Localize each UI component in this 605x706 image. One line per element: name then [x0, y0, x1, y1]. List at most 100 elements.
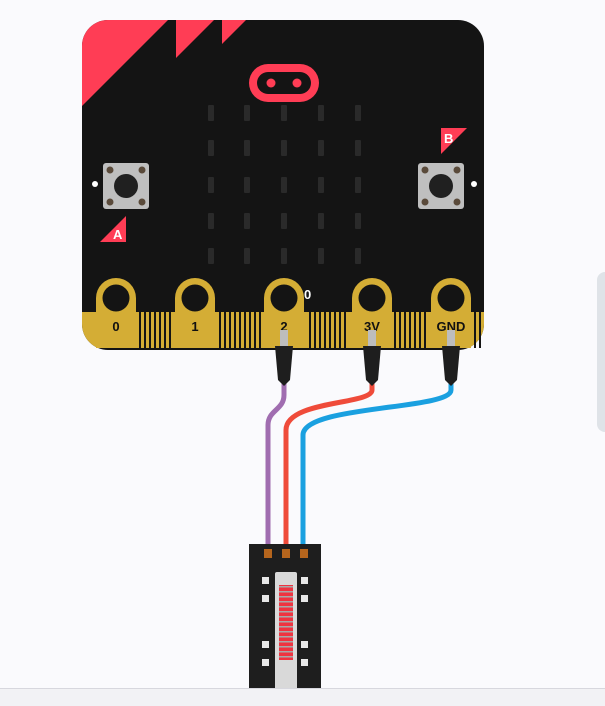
pin-gnd-label: GND — [437, 319, 466, 334]
pin-3v[interactable]: 3V — [352, 278, 392, 348]
led-2-2 — [281, 177, 287, 193]
slider-tick — [279, 656, 293, 658]
fine-pin — [339, 310, 341, 348]
slider-tick — [279, 651, 293, 653]
fine-pin — [154, 310, 156, 348]
led-2-3 — [318, 177, 324, 193]
side-panel-handle[interactable] — [597, 272, 605, 432]
fine-pin — [329, 310, 331, 348]
fine-pin — [259, 310, 261, 348]
button-a-tag: A — [100, 216, 126, 242]
led-4-2 — [281, 248, 287, 264]
fine-pin — [244, 310, 246, 348]
led-4-3 — [318, 248, 324, 264]
pin-1[interactable]: 1 — [175, 278, 215, 348]
slider-tick — [279, 611, 293, 613]
led-4-0 — [208, 248, 214, 264]
led-0-4 — [355, 105, 361, 121]
wire-pin-gnd[interactable] — [300, 375, 454, 551]
fine-pin — [419, 310, 421, 348]
led-0-0 — [208, 105, 214, 121]
fine-pin — [404, 310, 406, 348]
led-0-3 — [318, 105, 324, 121]
button-b[interactable] — [418, 163, 477, 209]
fine-pin — [254, 310, 256, 348]
clip-pin-3v[interactable] — [363, 330, 381, 386]
wire-pin-2[interactable] — [265, 375, 287, 551]
fine-pin — [399, 310, 401, 348]
module-pin-gnd — [300, 549, 308, 558]
fine-pin — [394, 310, 396, 348]
pin-2[interactable]: 2 — [264, 278, 304, 348]
fine-pin — [324, 310, 326, 348]
led-2-0 — [208, 177, 214, 193]
led-4-4 — [355, 248, 361, 264]
led-3-3 — [318, 213, 324, 229]
pin-0[interactable]: 0 — [96, 278, 136, 348]
slider-tick — [279, 626, 293, 628]
board-corner-stripes — [82, 20, 246, 106]
slider-tick — [279, 601, 293, 603]
pin-1-label: 1 — [191, 319, 198, 334]
fine-pin-strips — [139, 310, 481, 348]
slider-tick — [279, 646, 293, 648]
led-0-2 — [281, 105, 287, 121]
led-3-1 — [244, 213, 250, 229]
fine-pin — [169, 310, 171, 348]
microbit-board: A B 0 — [82, 20, 484, 350]
fine-pin — [139, 310, 141, 348]
fine-pin — [159, 310, 161, 348]
fine-pin — [409, 310, 411, 348]
fine-pin — [344, 310, 346, 348]
fine-pin — [424, 310, 426, 348]
button-a-marker — [92, 181, 98, 187]
button-b-tag: B — [441, 128, 467, 154]
slider-tick — [279, 631, 293, 633]
microbit-logo-icon[interactable] — [249, 64, 319, 102]
slider-tick — [279, 586, 293, 588]
led-2-1 — [244, 177, 250, 193]
slider-tick — [279, 621, 293, 623]
led-0-1 — [244, 105, 250, 121]
wire-pin-3v[interactable] — [283, 375, 375, 551]
button-b-marker — [471, 181, 477, 187]
bottom-toolbar — [0, 688, 605, 706]
clip-pin-2[interactable] — [275, 330, 293, 386]
button-a[interactable] — [92, 163, 149, 209]
pin-2-readout: 0 — [304, 287, 311, 302]
pin-0-label: 0 — [112, 319, 119, 334]
fine-pin — [219, 310, 221, 348]
slider-tick — [279, 641, 293, 643]
led-4-1 — [244, 248, 250, 264]
led-1-4 — [355, 140, 361, 156]
fine-pin — [164, 310, 166, 348]
led-1-3 — [318, 140, 324, 156]
fine-pin — [319, 310, 321, 348]
slider-tick — [279, 591, 293, 593]
slider-tick — [279, 606, 293, 608]
button-a-label: A — [113, 227, 123, 242]
slide-potentiometer-icon[interactable] — [249, 544, 321, 690]
slider-tick — [279, 636, 293, 638]
fine-pin — [474, 310, 476, 348]
slider-tick — [279, 616, 293, 618]
fine-pin — [224, 310, 226, 348]
fine-pin — [229, 310, 231, 348]
clip-pin-gnd[interactable] — [442, 330, 460, 386]
pin-gnd[interactable]: GND — [431, 278, 471, 348]
fine-pin — [239, 310, 241, 348]
fine-pin — [479, 310, 481, 348]
fine-pin — [314, 310, 316, 348]
led-3-2 — [281, 213, 287, 229]
led-1-0 — [208, 140, 214, 156]
slider-tick — [279, 596, 293, 598]
module-pin-vcc — [282, 549, 290, 558]
fine-pin — [249, 310, 251, 348]
fine-pin — [414, 310, 416, 348]
led-matrix — [208, 105, 361, 264]
fine-pin — [234, 310, 236, 348]
button-b-label: B — [444, 131, 453, 146]
led-2-4 — [355, 177, 361, 193]
wires — [265, 375, 454, 551]
